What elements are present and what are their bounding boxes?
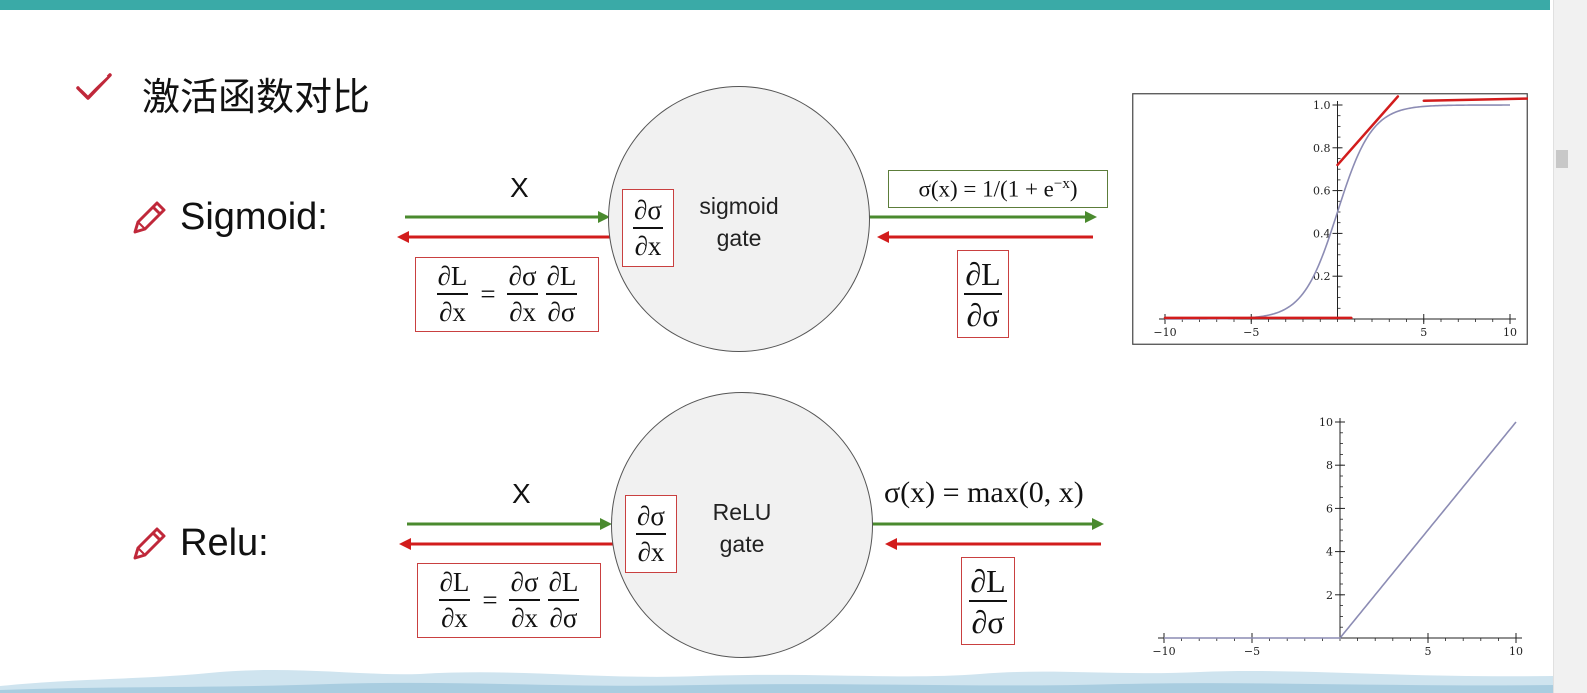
relu-chain-rule: ∂L∂x = ∂σ∂x ∂L∂σ [417, 563, 601, 638]
scrollbar-thumb[interactable] [1556, 150, 1568, 168]
checkmark-icon [76, 73, 112, 100]
y-tick-label: 0.6 [1313, 185, 1331, 198]
relu-arrows [399, 518, 1104, 550]
y-tick-label: 4 [1326, 546, 1333, 559]
relu-gate-line2: gate [719, 531, 765, 557]
sigmoid-arrows [397, 211, 1097, 243]
x-tick-label: 10 [1503, 326, 1517, 339]
top-accent-bar [0, 0, 1550, 10]
sigmoid-gate-line1: sigmoid [699, 193, 779, 219]
relu-gate-label: ReLU gate [682, 496, 802, 560]
tangent-annotation [1336, 95, 1400, 167]
chart-frame [1132, 93, 1528, 345]
slide-title: 激活函数对比 [142, 77, 371, 119]
x-tick-label: −10 [1152, 645, 1175, 658]
y-tick-label: 0.2 [1313, 270, 1331, 283]
relu-formula: σ(x) = max(0, x) [884, 476, 1084, 509]
y-tick-label: 0.4 [1313, 227, 1331, 240]
bottom-wave-decoration [0, 670, 1553, 693]
sigmoid-section-label: Sigmoid: [180, 196, 328, 238]
relu-local-gradient: ∂σ∂x [625, 495, 677, 573]
x-tick-label: 10 [1509, 645, 1523, 658]
relu-input-x: X [512, 478, 531, 509]
sigmoid-gate-label: sigmoid gate [679, 190, 799, 254]
x-tick-label: 5 [1420, 326, 1427, 339]
y-tick-label: 2 [1326, 589, 1333, 602]
sigmoid-chart: −10 −5 5 10 0.2 0.4 0.6 0.8 1.0 [1132, 93, 1528, 345]
sigmoid-chain-rule: ∂L∂x = ∂σ∂x ∂L∂σ [415, 257, 599, 332]
x-tick-label: −5 [1243, 326, 1259, 339]
relu-chart: −10 −5 5 10 2 4 6 8 10 [1152, 416, 1523, 658]
x-tick-label: 5 [1425, 645, 1432, 658]
vertical-scrollbar[interactable] [1553, 0, 1587, 693]
y-tick-label: 0.8 [1313, 142, 1331, 155]
y-tick-label: 8 [1326, 459, 1333, 472]
relu-section-label: Relu: [180, 522, 269, 564]
relu-upstream-gradient: ∂L∂σ [961, 557, 1015, 645]
x-tick-label: −10 [1153, 326, 1176, 339]
sigmoid-gate-line2: gate [716, 225, 762, 251]
y-tick-label: 6 [1326, 502, 1333, 515]
tangent-annotation [1422, 97, 1528, 102]
x-tick-label: −5 [1244, 645, 1260, 658]
y-tick-label: 1.0 [1313, 99, 1331, 112]
sigmoid-local-gradient: ∂σ∂x [622, 189, 674, 267]
pencil-icon [133, 527, 166, 560]
sigmoid-formula: σ(x) = 1/(1 + e−x) [918, 175, 1078, 202]
sigmoid-input-x: X [510, 172, 529, 203]
relu-gate-line1: ReLU [712, 499, 772, 525]
y-tick-label: 10 [1319, 416, 1333, 429]
sigmoid-formula-box: σ(x) = 1/(1 + e−x) [888, 170, 1108, 208]
series-line [1164, 421, 1517, 639]
sigmoid-upstream-gradient: ∂L∂σ [957, 250, 1009, 338]
pencil-icon [133, 201, 166, 234]
